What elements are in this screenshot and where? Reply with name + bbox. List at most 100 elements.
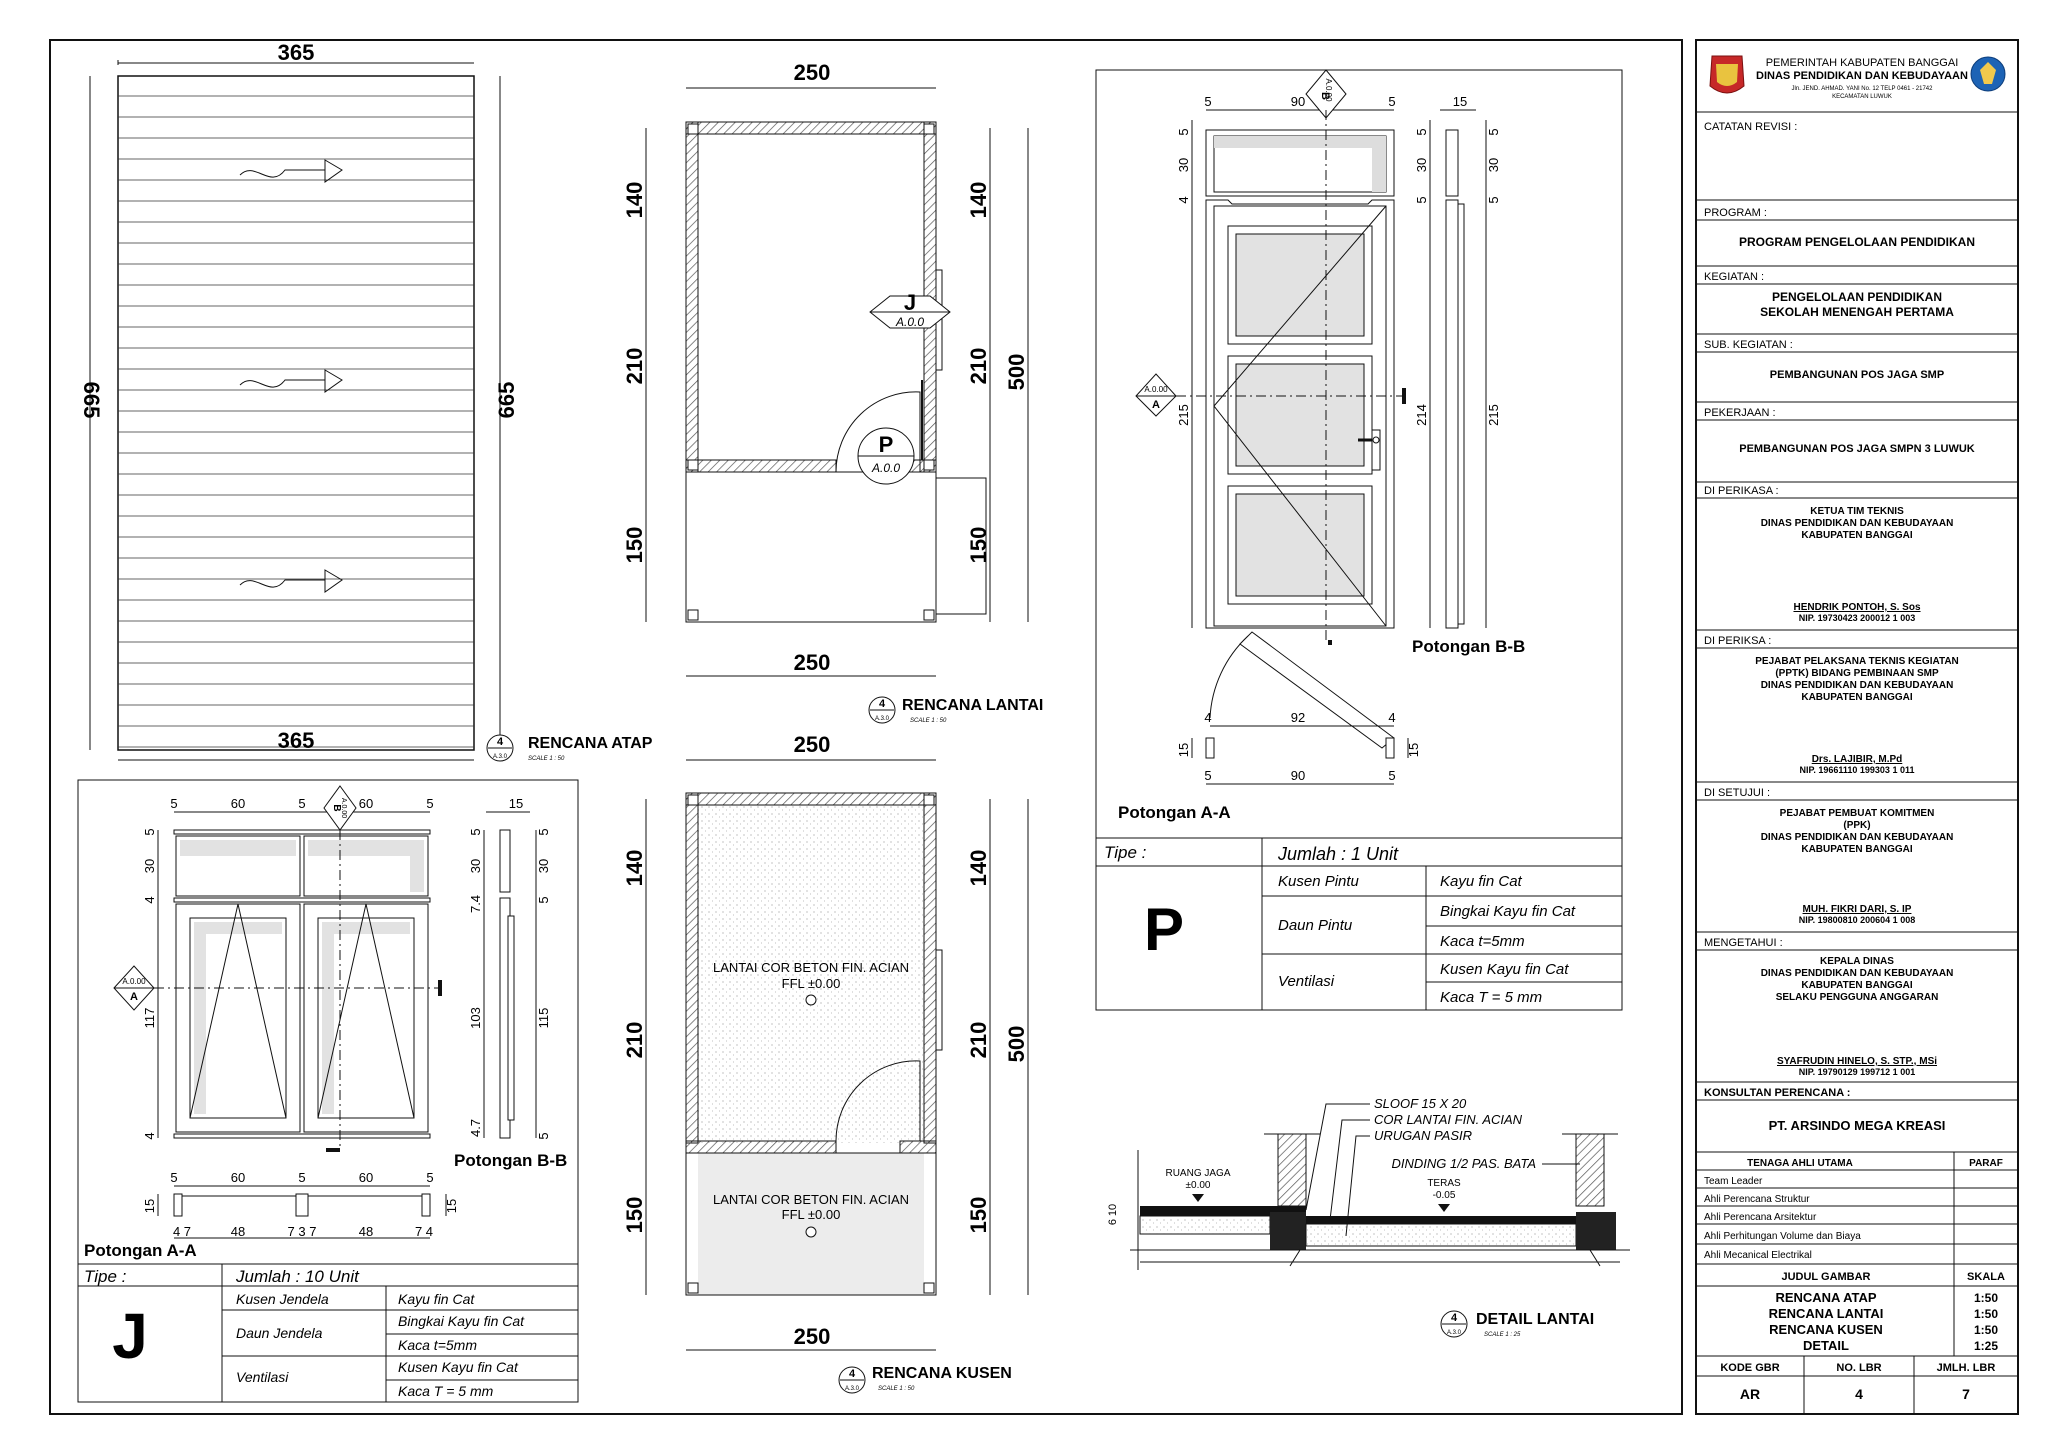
svg-text:JUDUL GAMBAR: JUDUL GAMBAR — [1781, 1271, 1870, 1283]
window-type-code: J — [112, 1300, 148, 1372]
svg-text:B: B — [1319, 92, 1331, 100]
svg-text:103: 103 — [468, 1007, 483, 1029]
svg-text:15: 15 — [444, 1199, 459, 1213]
svg-text:30: 30 — [1176, 158, 1191, 172]
svg-text:48: 48 — [359, 1224, 373, 1239]
svg-text:140: 140 — [966, 182, 991, 219]
svg-text:(PPK): (PPK) — [1843, 820, 1870, 831]
svg-text:5: 5 — [298, 796, 305, 811]
svg-text:PEKERJAAN :: PEKERJAAN : — [1704, 407, 1776, 419]
svg-text:SYAFRUDIN HINELO, S. STP., MSi: SYAFRUDIN HINELO, S. STP., MSi — [1777, 1056, 1937, 1067]
window-spec-table: Tipe : Jumlah : 10 Unit J Kusen Jendela … — [78, 1263, 578, 1402]
svg-text:A: A — [1152, 399, 1160, 411]
svg-text:SCALE 1 : 25: SCALE 1 : 25 — [1484, 1332, 1521, 1338]
svg-text:7.4: 7.4 — [468, 895, 483, 913]
svg-text:KODE GBR: KODE GBR — [1720, 1362, 1779, 1374]
svg-text:1:50: 1:50 — [1974, 1307, 1998, 1321]
svg-text:15: 15 — [509, 796, 523, 811]
svg-text:15: 15 — [1453, 94, 1467, 109]
svg-text:NIP. 19661110 199303 1 011: NIP. 19661110 199303 1 011 — [1800, 765, 1915, 775]
svg-text:Bingkai Kayu fin Cat: Bingkai Kayu fin Cat — [1440, 903, 1576, 920]
svg-text:±0.00: ±0.00 — [1186, 1180, 1211, 1191]
window-detail: 5 60 5 60 5 15 A.0.00 B A.0.00 A — [77, 779, 579, 1403]
roof-right-dim: 665 — [494, 382, 519, 419]
svg-text:5: 5 — [298, 1170, 305, 1185]
roof-sheet-lines — [118, 95, 474, 748]
svg-text:NIP. 19800810 200604 1 008: NIP. 19800810 200604 1 008 — [1799, 915, 1915, 925]
svg-text:KEPALA DINAS: KEPALA DINAS — [1820, 956, 1894, 967]
svg-text:1:25: 1:25 — [1974, 1339, 1998, 1353]
svg-text:4: 4 — [142, 1132, 157, 1139]
svg-text:150: 150 — [966, 527, 991, 564]
svg-text:SELAKU PENGGUNA ANGGARAN: SELAKU PENGGUNA ANGGARAN — [1776, 992, 1939, 1003]
svg-text:250: 250 — [794, 732, 831, 757]
svg-text:SLOOF 15 X 20: SLOOF 15 X 20 — [1374, 1096, 1467, 1111]
svg-text:A.3.0: A.3.0 — [493, 754, 508, 760]
svg-text:30: 30 — [536, 859, 551, 873]
svg-text:Ahli Perencana Struktur: Ahli Perencana Struktur — [1704, 1194, 1810, 1205]
svg-text:500: 500 — [1004, 354, 1029, 391]
svg-text:210: 210 — [966, 348, 991, 385]
roof-title: RENCANA ATAP — [528, 735, 653, 752]
roof-left-dim: 665 — [79, 382, 104, 419]
svg-text:Kaca T = 5 mm: Kaca T = 5 mm — [398, 1383, 494, 1399]
svg-text:Jumlah : 10 Unit: Jumlah : 10 Unit — [235, 1267, 360, 1286]
svg-text:4: 4 — [1855, 1386, 1863, 1402]
svg-text:DI PERIKSA :: DI PERIKSA : — [1704, 635, 1771, 647]
svg-text:PENGELOLAAN PENDIDIKAN: PENGELOLAAN PENDIDIKAN — [1772, 290, 1942, 304]
frame-plan-title: RENCANA KUSEN — [872, 1365, 1012, 1382]
svg-text:5: 5 — [1414, 196, 1429, 203]
svg-text:15: 15 — [1406, 743, 1421, 757]
svg-text:150: 150 — [622, 1197, 647, 1234]
door-spec-table: Tipe : Jumlah : 1 Unit P Kusen Pintu Kay… — [1096, 837, 1622, 1010]
svg-text:FFL ±0.00: FFL ±0.00 — [782, 976, 841, 991]
svg-text:FFL ±0.00: FFL ±0.00 — [782, 1207, 841, 1222]
svg-text:4: 4 — [1388, 710, 1395, 725]
svg-text:PT. ARSINDO MEGA KREASI: PT. ARSINDO MEGA KREASI — [1769, 1118, 1946, 1133]
svg-text:30: 30 — [1486, 158, 1501, 172]
svg-text:210: 210 — [622, 1022, 647, 1059]
svg-text:1:50: 1:50 — [1974, 1291, 1998, 1305]
svg-text:5: 5 — [1388, 768, 1395, 783]
svg-text:250: 250 — [794, 1324, 831, 1349]
roof-bottom-dim: 365 — [278, 728, 315, 753]
svg-text:TENAGA AHLI UTAMA: TENAGA AHLI UTAMA — [1747, 1158, 1853, 1169]
svg-text:4: 4 — [142, 896, 157, 903]
floor-plan-title: RENCANA LANTAI — [902, 697, 1043, 714]
svg-text:A.0.00: A.0.00 — [1324, 78, 1333, 102]
svg-text:15: 15 — [1176, 743, 1191, 757]
svg-text:MENGETAHUI :: MENGETAHUI : — [1704, 937, 1783, 949]
svg-text:-0.05: -0.05 — [1433, 1190, 1456, 1201]
svg-text:Ahli Perhitungan Volume dan Bi: Ahli Perhitungan Volume dan Biaya — [1704, 1231, 1861, 1242]
svg-text:SCALE 1 : 50: SCALE 1 : 50 — [910, 718, 947, 724]
svg-text:NIP. 19790129 199712 1 001: NIP. 19790129 199712 1 001 — [1799, 1067, 1915, 1077]
svg-text:150: 150 — [966, 1197, 991, 1234]
svg-text:Ahli Mecanical Electrikal: Ahli Mecanical Electrikal — [1704, 1250, 1812, 1261]
svg-text:5: 5 — [426, 1170, 433, 1185]
svg-text:117: 117 — [142, 1008, 157, 1029]
svg-text:A.0.0: A.0.0 — [871, 461, 900, 475]
svg-text:7 3 7: 7 3 7 — [288, 1224, 317, 1239]
svg-text:4 7: 4 7 — [173, 1224, 191, 1239]
svg-text:5: 5 — [536, 1132, 551, 1139]
svg-text:PEJABAT PEMBUAT KOMITMEN: PEJABAT PEMBUAT KOMITMEN — [1780, 808, 1935, 819]
svg-text:DETAIL: DETAIL — [1803, 1338, 1849, 1353]
svg-text:AR: AR — [1740, 1386, 1760, 1402]
svg-text:60: 60 — [359, 1170, 373, 1185]
svg-text:PEJABAT PELAKSANA TEKNIS KEGIA: PEJABAT PELAKSANA TEKNIS KEGIATAN — [1755, 656, 1959, 667]
svg-text:5: 5 — [170, 796, 177, 811]
svg-text:92: 92 — [1291, 710, 1305, 725]
svg-text:SCALE 1 : 50: SCALE 1 : 50 — [878, 1386, 915, 1392]
titleblock-border — [1695, 39, 2019, 1415]
svg-text:DINAS PENDIDIKAN DAN KEBUDAYAA: DINAS PENDIDIKAN DAN KEBUDAYAAN — [1761, 832, 1954, 843]
svg-text:PEMERINTAH KABUPATEN BANGGAI: PEMERINTAH KABUPATEN BANGGAI — [1766, 57, 1959, 69]
svg-text:Kaca T = 5 mm: Kaca T = 5 mm — [1440, 989, 1542, 1006]
svg-text:90: 90 — [1291, 94, 1305, 109]
svg-text:A.0.00: A.0.00 — [1144, 385, 1168, 394]
svg-text:A.0.0: A.0.0 — [895, 315, 924, 329]
svg-text:DINAS PENDIDIKAN DAN KEBUDAYAA: DINAS PENDIDIKAN DAN KEBUDAYAAN — [1761, 518, 1954, 529]
svg-text:5: 5 — [1486, 196, 1501, 203]
svg-text:COR LANTAI FIN. ACIAN: COR LANTAI FIN. ACIAN — [1374, 1112, 1523, 1127]
roof-outline — [117, 75, 475, 751]
floor-plan: 250 J A.0.0 P A.0.0 140 210 150 1 — [622, 60, 1043, 724]
